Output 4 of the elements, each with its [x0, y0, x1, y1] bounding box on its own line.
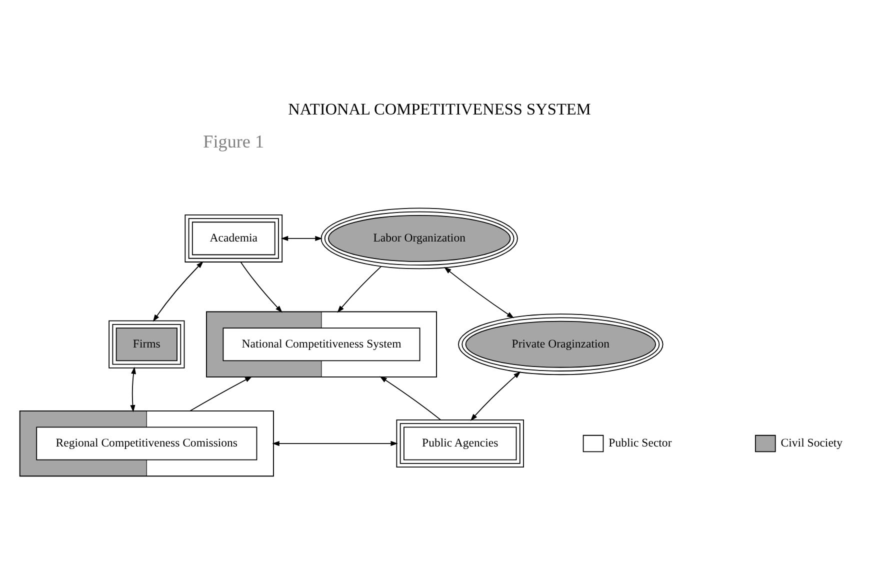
legend-label: Civil Society [780, 436, 843, 450]
diagram-title: NATIONAL COMPETITIVENESS SYSTEM [288, 99, 591, 118]
label: Figure 1 [203, 131, 264, 152]
legend-label: Public Sector [608, 436, 672, 450]
